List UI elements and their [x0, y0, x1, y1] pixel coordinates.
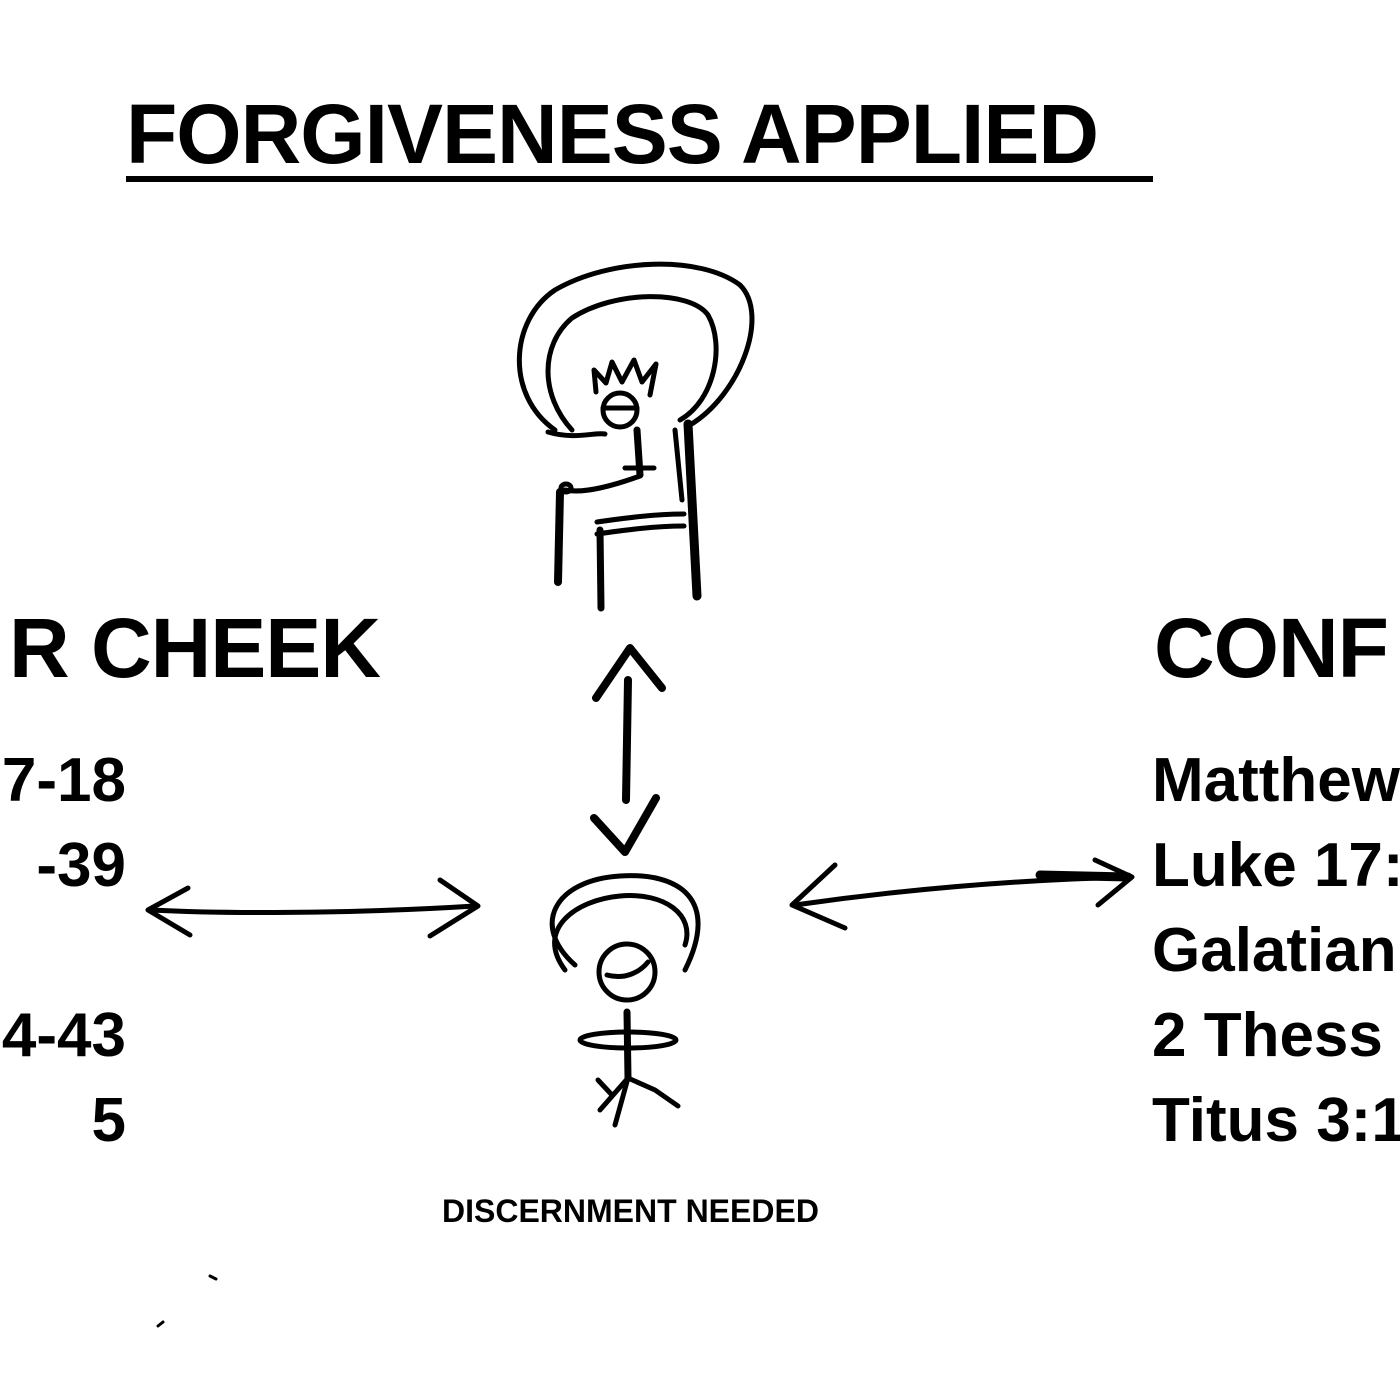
- left-reference-2: -39: [36, 831, 126, 900]
- person-figure-icon: [549, 873, 701, 1128]
- right-reference-2: Luke 17:: [1152, 831, 1400, 900]
- right-reference-3: Galatian: [1152, 916, 1397, 985]
- throne-figure-icon: [516, 261, 755, 612]
- page-title: FORGIVENESS APPLIED: [126, 87, 1099, 181]
- right-heading: CONF: [1154, 601, 1389, 695]
- right-double-arrow-icon: [789, 857, 1135, 931]
- right-reference-4: 2 Thess: [1152, 1001, 1383, 1070]
- left-reference-4: 4-43: [1, 1001, 126, 1070]
- caption-discernment: DISCERNMENT NEEDED: [442, 1193, 819, 1229]
- vertical-double-arrow-icon: [590, 644, 666, 856]
- stray-ink-marks: [156, 1274, 218, 1328]
- right-reference-1: Matthew: [1152, 746, 1400, 815]
- left-heading: R CHEEK: [8, 601, 381, 695]
- right-reference-list: Matthew Luke 17: Galatian 2 Thess Titus …: [1152, 738, 1400, 1163]
- left-reference-list: 7-18 -39 4-43 5: [2, 738, 126, 1163]
- left-reference-1: 7-18: [1, 746, 126, 815]
- right-reference-5: Titus 3:1: [1152, 1086, 1400, 1155]
- left-double-arrow-icon: [145, 877, 481, 939]
- title-underline: [126, 176, 1153, 182]
- left-reference-5: 5: [91, 1086, 126, 1155]
